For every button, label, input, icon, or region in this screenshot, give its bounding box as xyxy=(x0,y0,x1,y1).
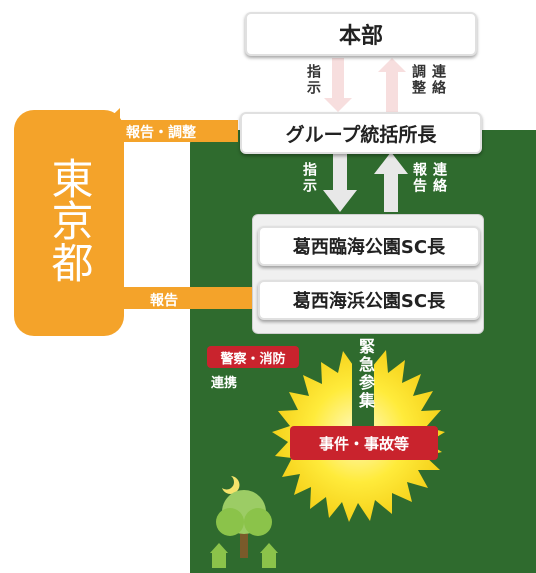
label-chousei-top: 調整 xyxy=(410,64,426,96)
label-renraku-top: 連絡 xyxy=(430,64,446,96)
emergency-band xyxy=(352,332,374,428)
tokyo-box xyxy=(14,110,124,336)
label-renkei: 連携 xyxy=(211,376,238,391)
honbu-box: 本部 xyxy=(245,12,477,56)
label-report-adjust: 報告・調整 xyxy=(126,125,196,141)
label-shiji-mid: 指示 xyxy=(301,162,317,194)
group-leader-box: グループ統括所長 xyxy=(240,112,482,154)
arrow-report xyxy=(96,276,256,320)
moon-icon xyxy=(222,476,240,494)
sc1-box: 葛西臨海公園SC長 xyxy=(258,226,480,266)
houses-icon xyxy=(210,543,278,568)
tree-icon xyxy=(216,490,272,558)
arrow-up-mid xyxy=(374,152,408,212)
arrow-down-top xyxy=(324,58,352,112)
arrow-down-mid xyxy=(323,152,357,212)
incident-badge: 事件・事故等 xyxy=(290,426,438,460)
tokyo-label: 東京都 xyxy=(45,157,94,283)
label-report: 報告 xyxy=(150,293,178,309)
label-shiji-top: 指示 xyxy=(305,64,321,96)
label-renraku-mid: 連絡 xyxy=(431,162,447,194)
arrow-report-adjust xyxy=(96,108,238,154)
sc2-box: 葛西海浜公園SC長 xyxy=(258,280,480,320)
label-houkoku-mid: 報告 xyxy=(411,162,427,194)
label-kinkyu: 緊急参集 xyxy=(356,338,375,410)
arrow-up-top xyxy=(378,58,406,112)
police-fire-badge: 警察・消防 xyxy=(207,346,299,368)
